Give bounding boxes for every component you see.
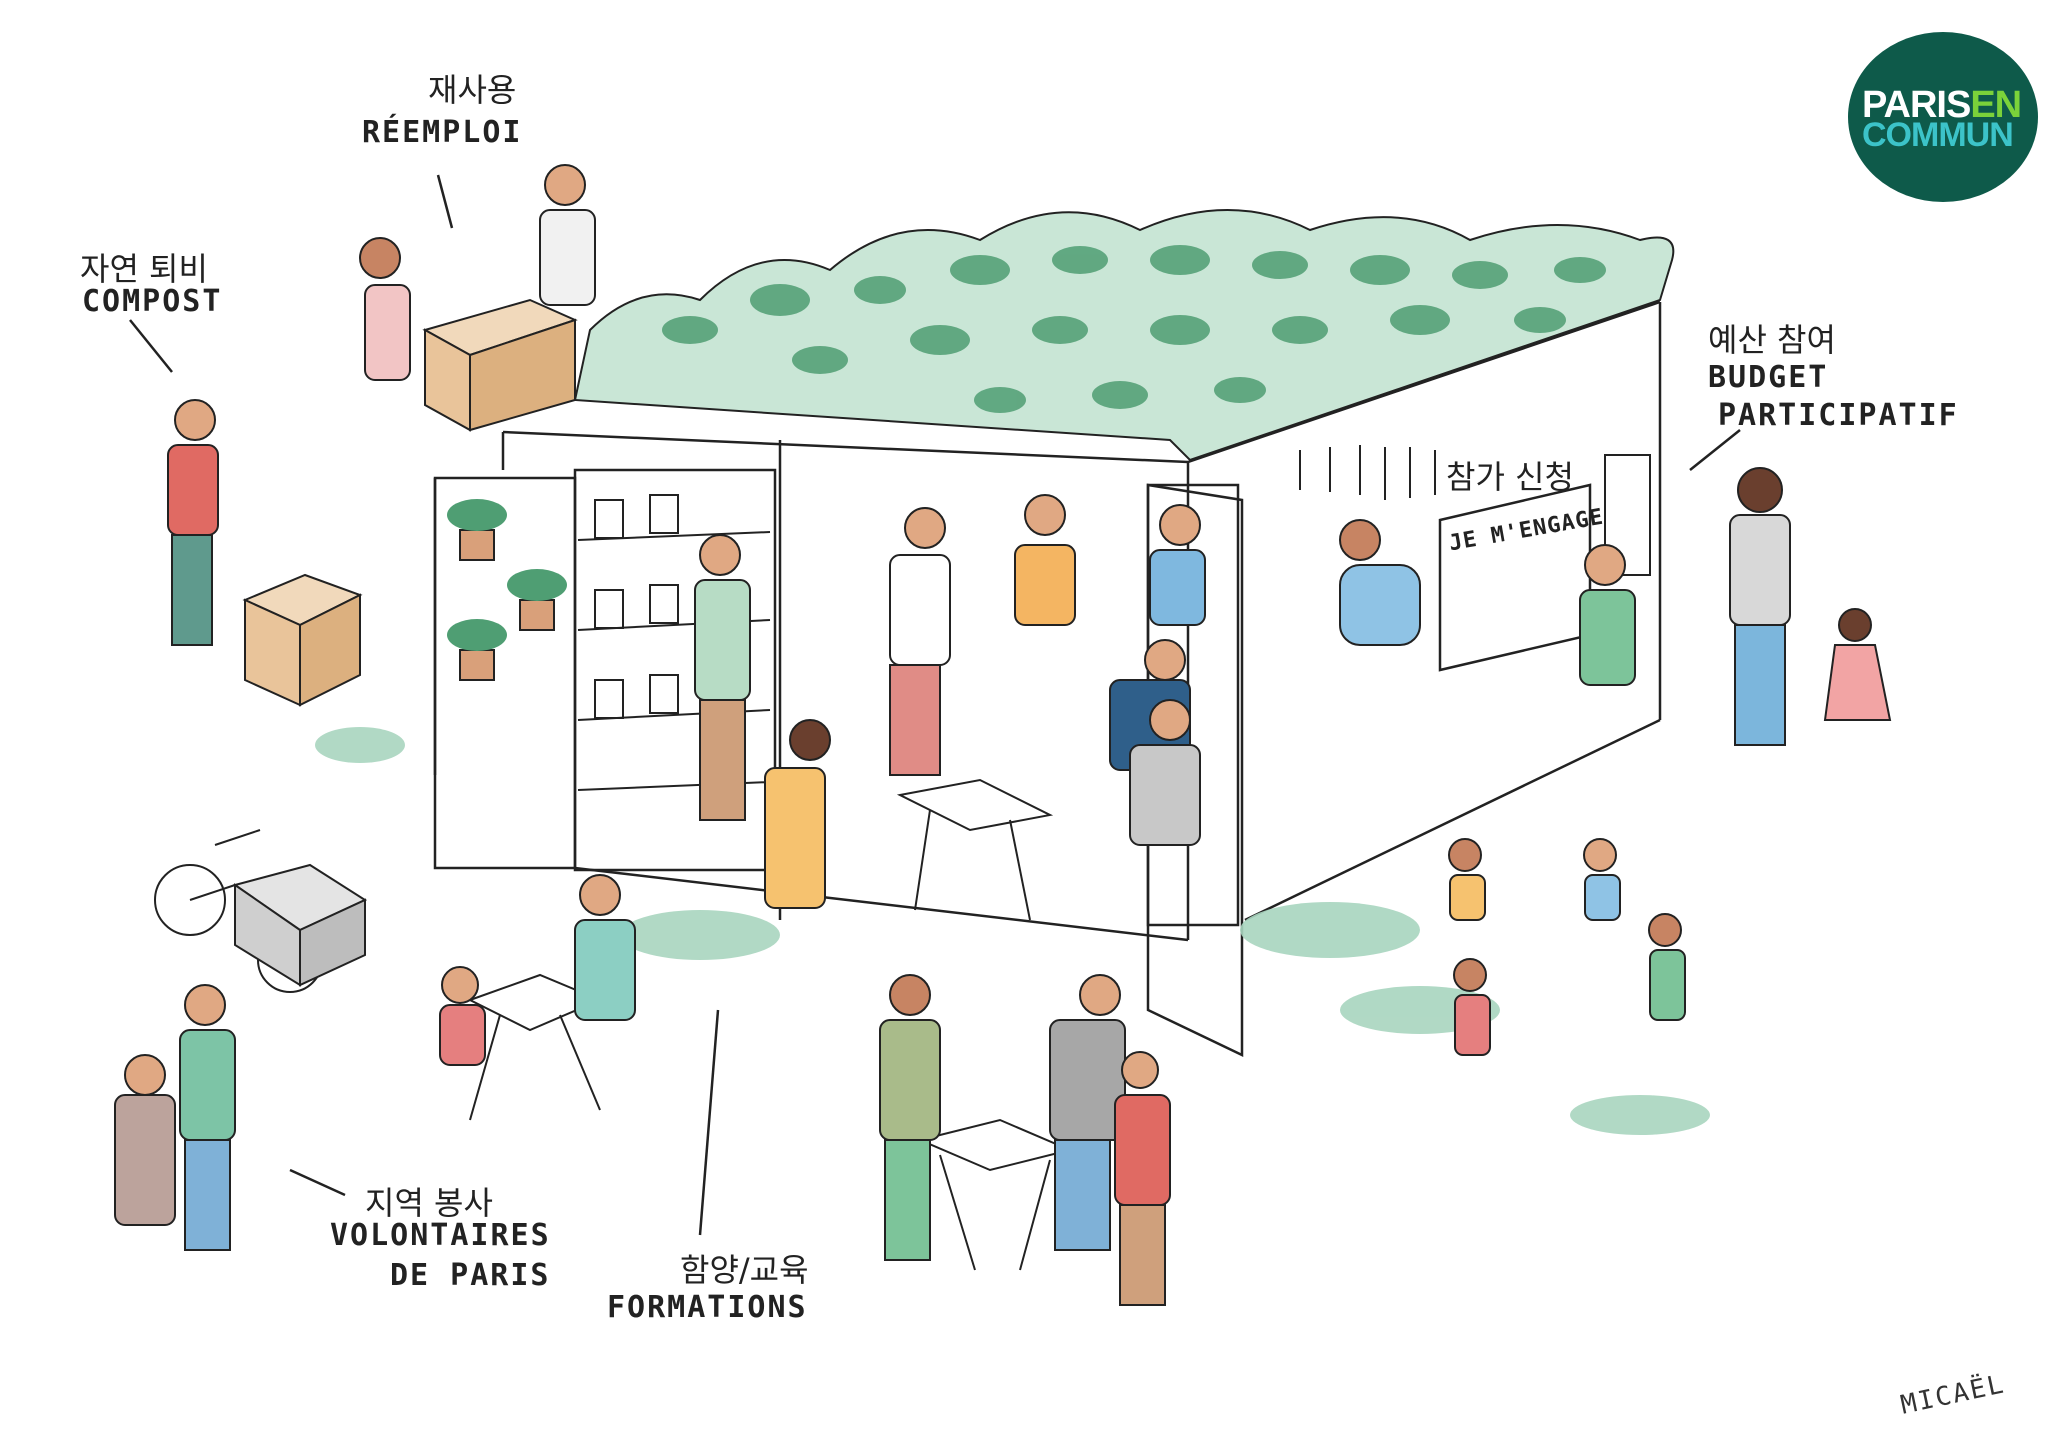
logo-commun: COMMUN — [1862, 116, 2014, 154]
logo-line1: PARISEN — [1862, 84, 2022, 127]
training-label-fr: FORMATIONS — [607, 1290, 808, 1325]
wall-plants — [447, 499, 567, 681]
logo-paris: PARIS — [1862, 84, 1971, 126]
budget-label-ko: 예산 참여 — [1708, 321, 1836, 359]
reuse-label-fr: RÉEMPLOI — [362, 115, 523, 150]
people — [114, 164, 1892, 1306]
engage-board — [1438, 454, 1651, 672]
green-roof — [573, 209, 1675, 462]
volunteer-label-ko: 지역 봉사 — [365, 1184, 493, 1222]
cargo-bike — [154, 829, 368, 993]
volunteer-label-fr-1: VOLONTAIRES — [330, 1218, 551, 1253]
paris-en-commun-logo: PARISEN COMMUN — [1848, 32, 2038, 202]
budget-label-fr-1: BUDGET — [1708, 360, 1829, 395]
grass-patches — [315, 727, 1710, 1135]
logo-en: EN — [1970, 84, 2022, 126]
shelves — [577, 494, 771, 791]
reuse-label-ko: 재사용 — [428, 71, 517, 109]
volunteer-label-fr-2: DE PARIS — [390, 1258, 551, 1293]
signup-label-ko: 참가 신청 — [1446, 458, 1574, 496]
training-label-ko: 함양/교육 — [680, 1251, 809, 1289]
compost-box — [242, 573, 363, 707]
leader-lines — [129, 174, 1741, 1236]
reuse-crate — [422, 298, 578, 432]
tools-rack — [1299, 445, 1436, 500]
cafe-table — [467, 778, 1074, 1271]
budget-label-fr-2: PARTICIPATIF — [1718, 398, 1959, 433]
compost-label-fr: COMPOST — [82, 284, 223, 319]
compost-label-ko: 자연 퇴비 — [80, 250, 208, 288]
